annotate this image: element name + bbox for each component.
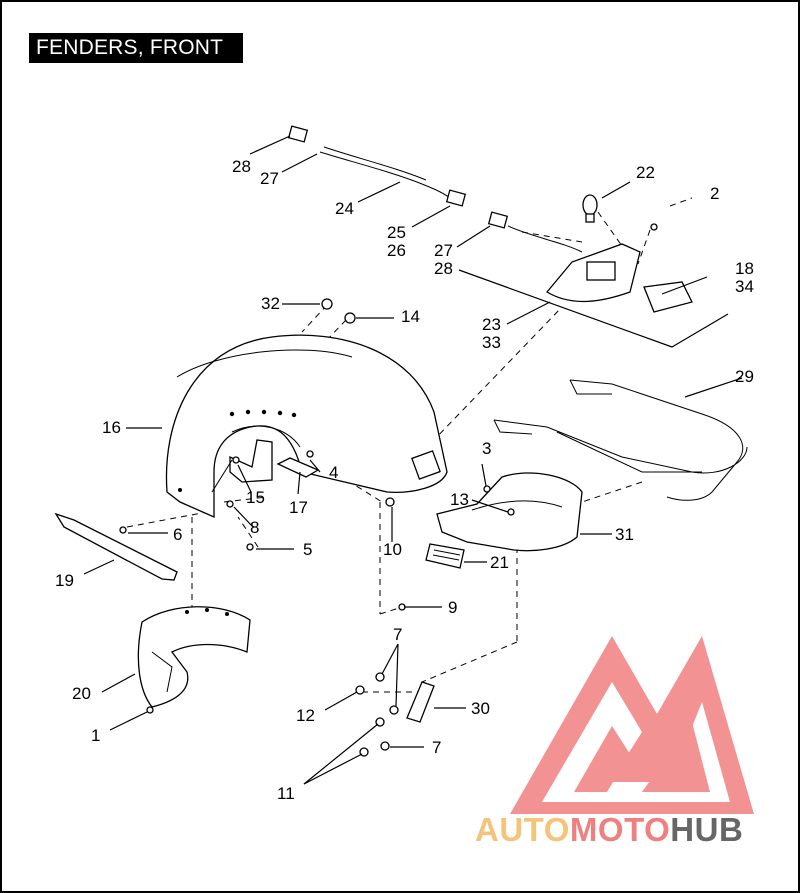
callout-27: 27 xyxy=(260,169,279,188)
callout-20: 20 xyxy=(72,684,91,703)
lamp-bulb xyxy=(582,194,598,223)
callout-34: 34 xyxy=(735,277,754,296)
callout-7-b: 7 xyxy=(432,738,441,757)
assembly-guide-lines xyxy=(126,197,693,693)
mounting-strap xyxy=(406,681,435,723)
watermark-hub: HUB xyxy=(670,811,744,848)
callout-33: 33 xyxy=(482,333,501,352)
callout-15: 15 xyxy=(246,488,265,507)
callout-8: 8 xyxy=(250,518,259,537)
callout-11: 11 xyxy=(277,784,295,803)
callout-6: 6 xyxy=(173,525,182,544)
reflector xyxy=(425,543,465,569)
callout-9: 9 xyxy=(448,598,457,617)
callout-13: 13 xyxy=(450,490,469,509)
watermark-logo-icon xyxy=(510,636,754,814)
leader-lines xyxy=(83,135,743,785)
watermark-auto: AUTO xyxy=(475,811,570,848)
callout-30: 30 xyxy=(471,699,490,718)
callout-5: 5 xyxy=(303,540,312,559)
callout-19: 19 xyxy=(55,571,74,590)
front-fender xyxy=(165,334,448,518)
lamp-housing xyxy=(546,243,641,303)
callout-1: 1 xyxy=(91,726,100,745)
watermark-wordmark: AUTOMOTOHUB xyxy=(475,810,743,850)
callout-28-b: 28 xyxy=(434,259,453,278)
callout-27-b: 27 xyxy=(434,241,453,260)
callout-22: 22 xyxy=(636,163,655,182)
callout-16: 16 xyxy=(102,418,121,437)
fender-bracket xyxy=(211,439,273,493)
fender-trim-strip xyxy=(54,512,178,581)
callout-32: 32 xyxy=(261,294,280,313)
callout-23: 23 xyxy=(482,315,501,334)
callout-numbers: 28 27 24 25 26 27 28 23 33 22 2 18 34 29… xyxy=(55,157,754,803)
callout-24: 24 xyxy=(335,199,354,218)
callout-29: 29 xyxy=(735,367,754,386)
fender-lower-extension xyxy=(137,606,251,708)
callout-12: 12 xyxy=(296,706,315,725)
callout-4: 4 xyxy=(329,463,338,482)
wiring-harness xyxy=(287,125,583,253)
watermark-moto: MOTO xyxy=(569,811,671,848)
callout-21: 21 xyxy=(490,553,509,572)
callout-17: 17 xyxy=(289,498,308,517)
page-title: FENDERS, FRONT xyxy=(29,33,243,63)
hardware-fasteners xyxy=(119,223,658,757)
callout-2: 2 xyxy=(710,184,719,203)
lamp-lens xyxy=(643,281,693,313)
callout-26: 26 xyxy=(387,241,406,260)
callout-18: 18 xyxy=(735,259,754,278)
callout-10: 10 xyxy=(383,540,402,559)
callout-7: 7 xyxy=(393,625,402,644)
callout-31: 31 xyxy=(615,525,634,544)
callout-14: 14 xyxy=(401,307,420,326)
callout-25: 25 xyxy=(387,223,406,242)
callout-28: 28 xyxy=(232,157,251,176)
luggage-rack xyxy=(493,379,748,501)
callout-3: 3 xyxy=(482,439,491,458)
